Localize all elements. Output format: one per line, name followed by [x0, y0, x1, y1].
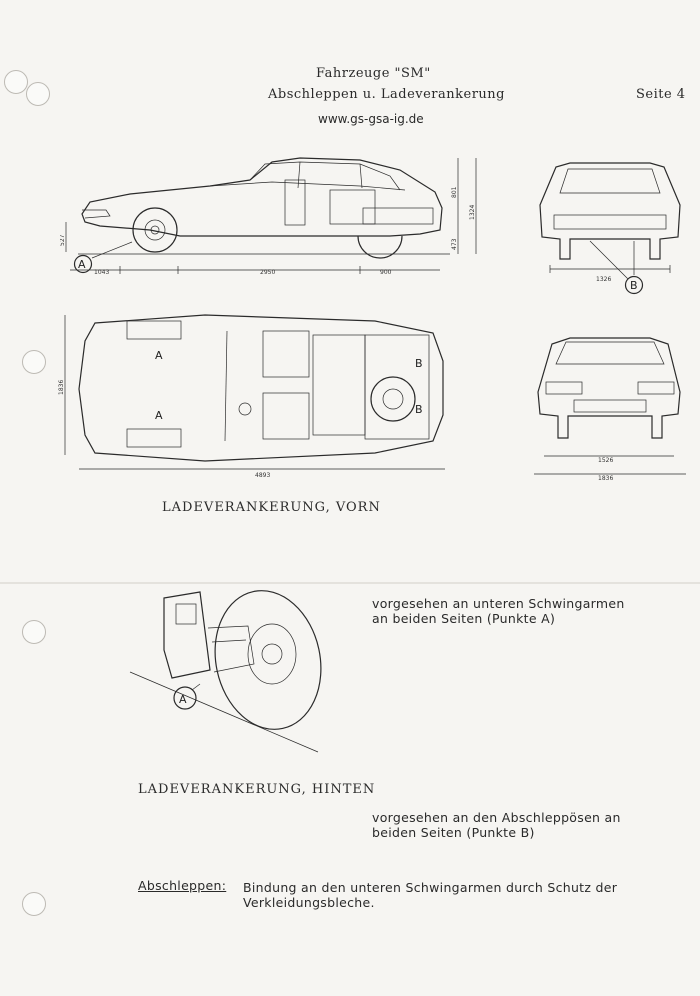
- point-b-label-top-1: B: [415, 357, 423, 370]
- page-fold: [0, 582, 700, 584]
- dim-front-width: 1836: [598, 475, 613, 482]
- dim-ground-clearance: 527: [60, 234, 66, 246]
- rear-note-line-2: beiden Seiten (Punkte B): [372, 825, 535, 840]
- punch-hole: [22, 892, 46, 916]
- rear-view-drawing: 1326 B: [539, 162, 681, 295]
- dim-front-track: 1526: [598, 457, 613, 464]
- document-title: Fahrzeuge "SM": [316, 66, 431, 81]
- rear-note-line-1: vorgesehen an den Abschleppösen an: [372, 810, 621, 825]
- punch-hole: [4, 70, 28, 94]
- point-b-label: B: [630, 279, 638, 292]
- dim-front-overhang: 1043: [94, 269, 109, 276]
- document-subtitle: Abschleppen u. Ladeverankerung: [268, 87, 505, 102]
- towing-text-line-2: Verkleidungsbleche.: [243, 895, 375, 910]
- website-url[interactable]: www.gs-gsa-ig.de: [318, 112, 424, 126]
- front-note-line-1: vorgesehen an unteren Schwingarmen: [372, 596, 625, 611]
- point-a-label-detail: A: [179, 693, 187, 706]
- point-a-label-top-front: A: [155, 349, 163, 362]
- dim-lower-height: 473: [451, 238, 458, 250]
- towing-text-line-1: Bindung an den unteren Schwingarmen durc…: [243, 880, 618, 895]
- side-view-drawing: 1043 2950 900 527 473 801 1324 A: [60, 157, 477, 276]
- page-number: Seite 4: [636, 87, 686, 102]
- punch-hole: [22, 620, 46, 644]
- dim-total-height: 1324: [469, 205, 476, 220]
- point-b-label-top-2: B: [415, 403, 423, 416]
- dim-overall-length: 4893: [255, 472, 270, 479]
- rear-anchorage-caption: LADEVERANKERUNG, HINTEN: [138, 782, 376, 797]
- point-a-label-top-rear: A: [155, 409, 163, 422]
- point-a-label: A: [78, 258, 86, 271]
- dim-overall-width: 1836: [58, 380, 65, 395]
- punch-hole: [22, 350, 46, 374]
- dim-rear-overhang: 900: [380, 269, 392, 276]
- front-anchorage-caption: LADEVERANKERUNG, VORN: [162, 500, 381, 515]
- top-view-drawing: A A B B 1836 4893: [58, 314, 445, 479]
- dim-wheelbase: 2950: [260, 269, 275, 276]
- dim-rear-track: 1326: [596, 276, 611, 283]
- punch-hole: [26, 82, 50, 106]
- towing-label: Abschleppen:: [138, 878, 227, 893]
- dim-upper-height: 801: [451, 186, 458, 198]
- suspension-detail-drawing: A: [129, 590, 322, 753]
- front-view-drawing: 1526 1836: [534, 337, 686, 482]
- front-note-line-2: an beiden Seiten (Punkte A): [372, 611, 556, 626]
